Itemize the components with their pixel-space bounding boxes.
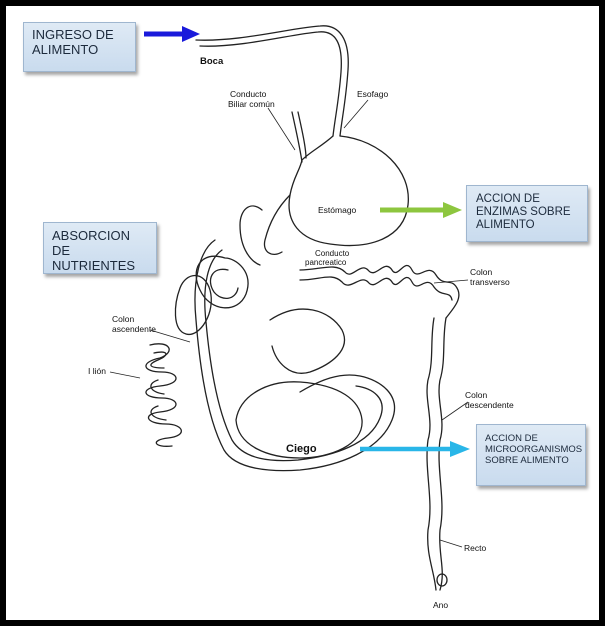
label-esofago: Esofago	[357, 89, 388, 99]
descending-colon	[439, 318, 446, 590]
label-conducto-pancreatico-1: Conducto	[315, 249, 350, 258]
label-conducto-biliar-1: Conducto	[230, 89, 267, 99]
label-conducto-biliar-2: Biliar común	[228, 99, 275, 109]
callout-absorcion-nutrientes: ABSORCION DE NUTRIENTES	[43, 222, 157, 274]
label-conducto-pancreatico-2: pancreatico	[305, 258, 347, 267]
callout-absorcion-text: ABSORCION DE NUTRIENTES	[52, 229, 148, 274]
label-colon-ascendente-1: Colon	[112, 314, 134, 324]
ascending-colon	[195, 240, 395, 471]
callout-ingreso-text: INGRESO DE ALIMENTO	[32, 28, 127, 58]
label-recto: Recto	[464, 543, 486, 553]
label-ciego: Ciego	[286, 443, 317, 455]
callout-micro-text: ACCION DE MICROORGANISMOS SOBRE ALIMENTO	[485, 434, 577, 467]
label-colon-transverso-2: transverso	[470, 277, 510, 287]
stomach-outline	[289, 136, 408, 245]
callout-accion-enzimas: ACCION DE ENZIMAS SOBRE ALIMENTO	[466, 185, 588, 242]
transverse-colon	[300, 265, 459, 318]
arrow-ingreso	[144, 26, 200, 42]
callout-ingreso-alimento: INGRESO DE ALIMENTO	[23, 22, 136, 72]
label-colon-ascendente-2: ascendente	[112, 324, 156, 334]
label-colon-descendente-1: Colon	[465, 390, 487, 400]
bile-duct	[292, 112, 302, 162]
arrow-microorganismos	[360, 441, 470, 457]
callout-accion-microorganismos: ACCION DE MICROORGANISMOS SOBRE ALIMENTO	[476, 424, 586, 486]
label-ano: Ano	[433, 600, 448, 610]
label-estomago: Estómago	[318, 205, 357, 215]
label-colon-transverso-1: Colon	[470, 267, 492, 277]
label-boca: Boca	[200, 56, 224, 67]
esophagus-outline	[196, 26, 348, 136]
callout-enzimas-text: ACCION DE ENZIMAS SOBRE ALIMENTO	[476, 193, 578, 233]
arrow-enzimas	[380, 202, 462, 218]
label-colon-descendente-2: descendente	[465, 400, 514, 410]
ileum-loops	[146, 344, 181, 447]
label-ilion: I lión	[88, 366, 106, 376]
